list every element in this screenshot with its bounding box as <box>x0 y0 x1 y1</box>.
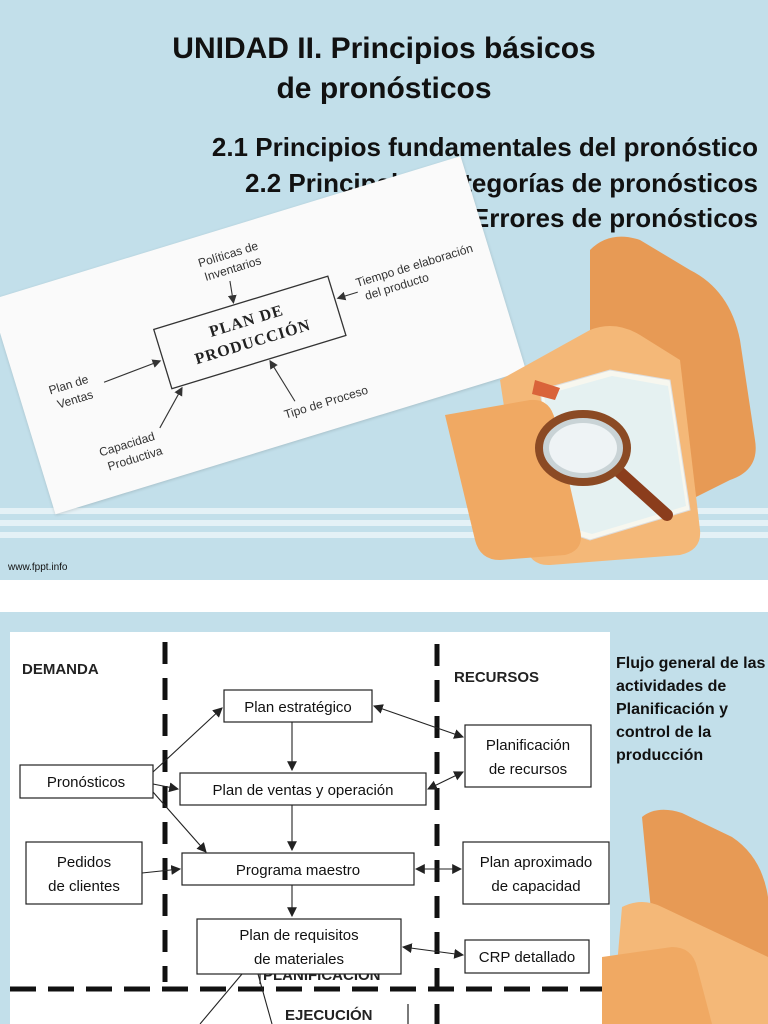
subtopic-3: 2.3 Errores de pronósticos <box>428 203 758 233</box>
box-crp-detallado: CRP detallado <box>464 939 590 974</box>
recursos-header: RECURSOS <box>454 669 539 686</box>
svg-text:CRP detallado: CRP detallado <box>479 949 575 966</box>
diagram-caption: Flujo general de las actividades de Plan… <box>616 655 766 764</box>
svg-text:Plan estratégico: Plan estratégico <box>244 699 352 716</box>
demanda-header: DEMANDA <box>22 661 99 678</box>
svg-text:Plan aproximado: Plan aproximado <box>480 854 593 871</box>
slide-title-line2: de pronósticos <box>276 72 492 105</box>
box-planificacion-recursos: Planificación de recursos <box>464 724 592 788</box>
box-pedidos-clientes: Pedidos de clientes <box>25 841 143 905</box>
svg-text:Plan de ventas y operación: Plan de ventas y operación <box>213 782 394 799</box>
svg-text:Planificación: Planificación <box>486 737 570 754</box>
folder-icon-partial <box>602 809 768 1024</box>
svg-text:Pronósticos: Pronósticos <box>47 774 125 791</box>
svg-text:de materiales: de materiales <box>254 951 344 968</box>
box-plan-requisitos: Plan de requisitos de materiales <box>196 918 402 975</box>
box-plan-ventas: Plan de ventas y operación <box>179 772 427 806</box>
ejecucion-header: EJECUCIÓN <box>285 1006 373 1024</box>
footer-url: www.fppt.info <box>8 562 68 573</box>
production-plan-photo: PLAN DE PRODUCCIÓN Políticas de Inventar… <box>0 156 526 515</box>
subtopic-2: 2.2 Principales categorías de pronóstico… <box>245 168 758 198</box>
svg-text:Programa maestro: Programa maestro <box>236 862 360 879</box>
box-plan-aproximado: Plan aproximado de capacidad <box>462 841 610 905</box>
background-stripes <box>0 490 768 550</box>
tipo-proceso-label: Tipo de Proceso <box>282 383 370 422</box>
svg-text:de clientes: de clientes <box>48 878 120 895</box>
box-plan-estrategico: Plan estratégico <box>223 689 373 723</box>
svg-text:de recursos: de recursos <box>489 761 567 778</box>
svg-text:Plan de requisitos: Plan de requisitos <box>239 927 358 944</box>
box-pronosticos: Pronósticos <box>19 764 154 799</box>
svg-text:Pedidos: Pedidos <box>57 854 111 871</box>
planning-flow-diagram: DEMANDA RECURSOS PLANIFICACIÓN EJECUCIÓN… <box>10 632 610 1024</box>
magnifying-glass-icon <box>535 410 673 521</box>
slide-1: UNIDAD II. Principios básicos de pronóst… <box>0 0 768 580</box>
slide-2: DEMANDA RECURSOS PLANIFICACIÓN EJECUCIÓN… <box>0 612 768 1024</box>
svg-text:de capacidad: de capacidad <box>491 878 580 895</box>
box-programa-maestro: Programa maestro <box>181 852 415 886</box>
plan-box <box>152 275 347 390</box>
slide-title-line1: UNIDAD II. Principios básicos <box>172 32 596 65</box>
subtopic-1: 2.1 Principios fundamentales del pronóst… <box>211 132 758 162</box>
